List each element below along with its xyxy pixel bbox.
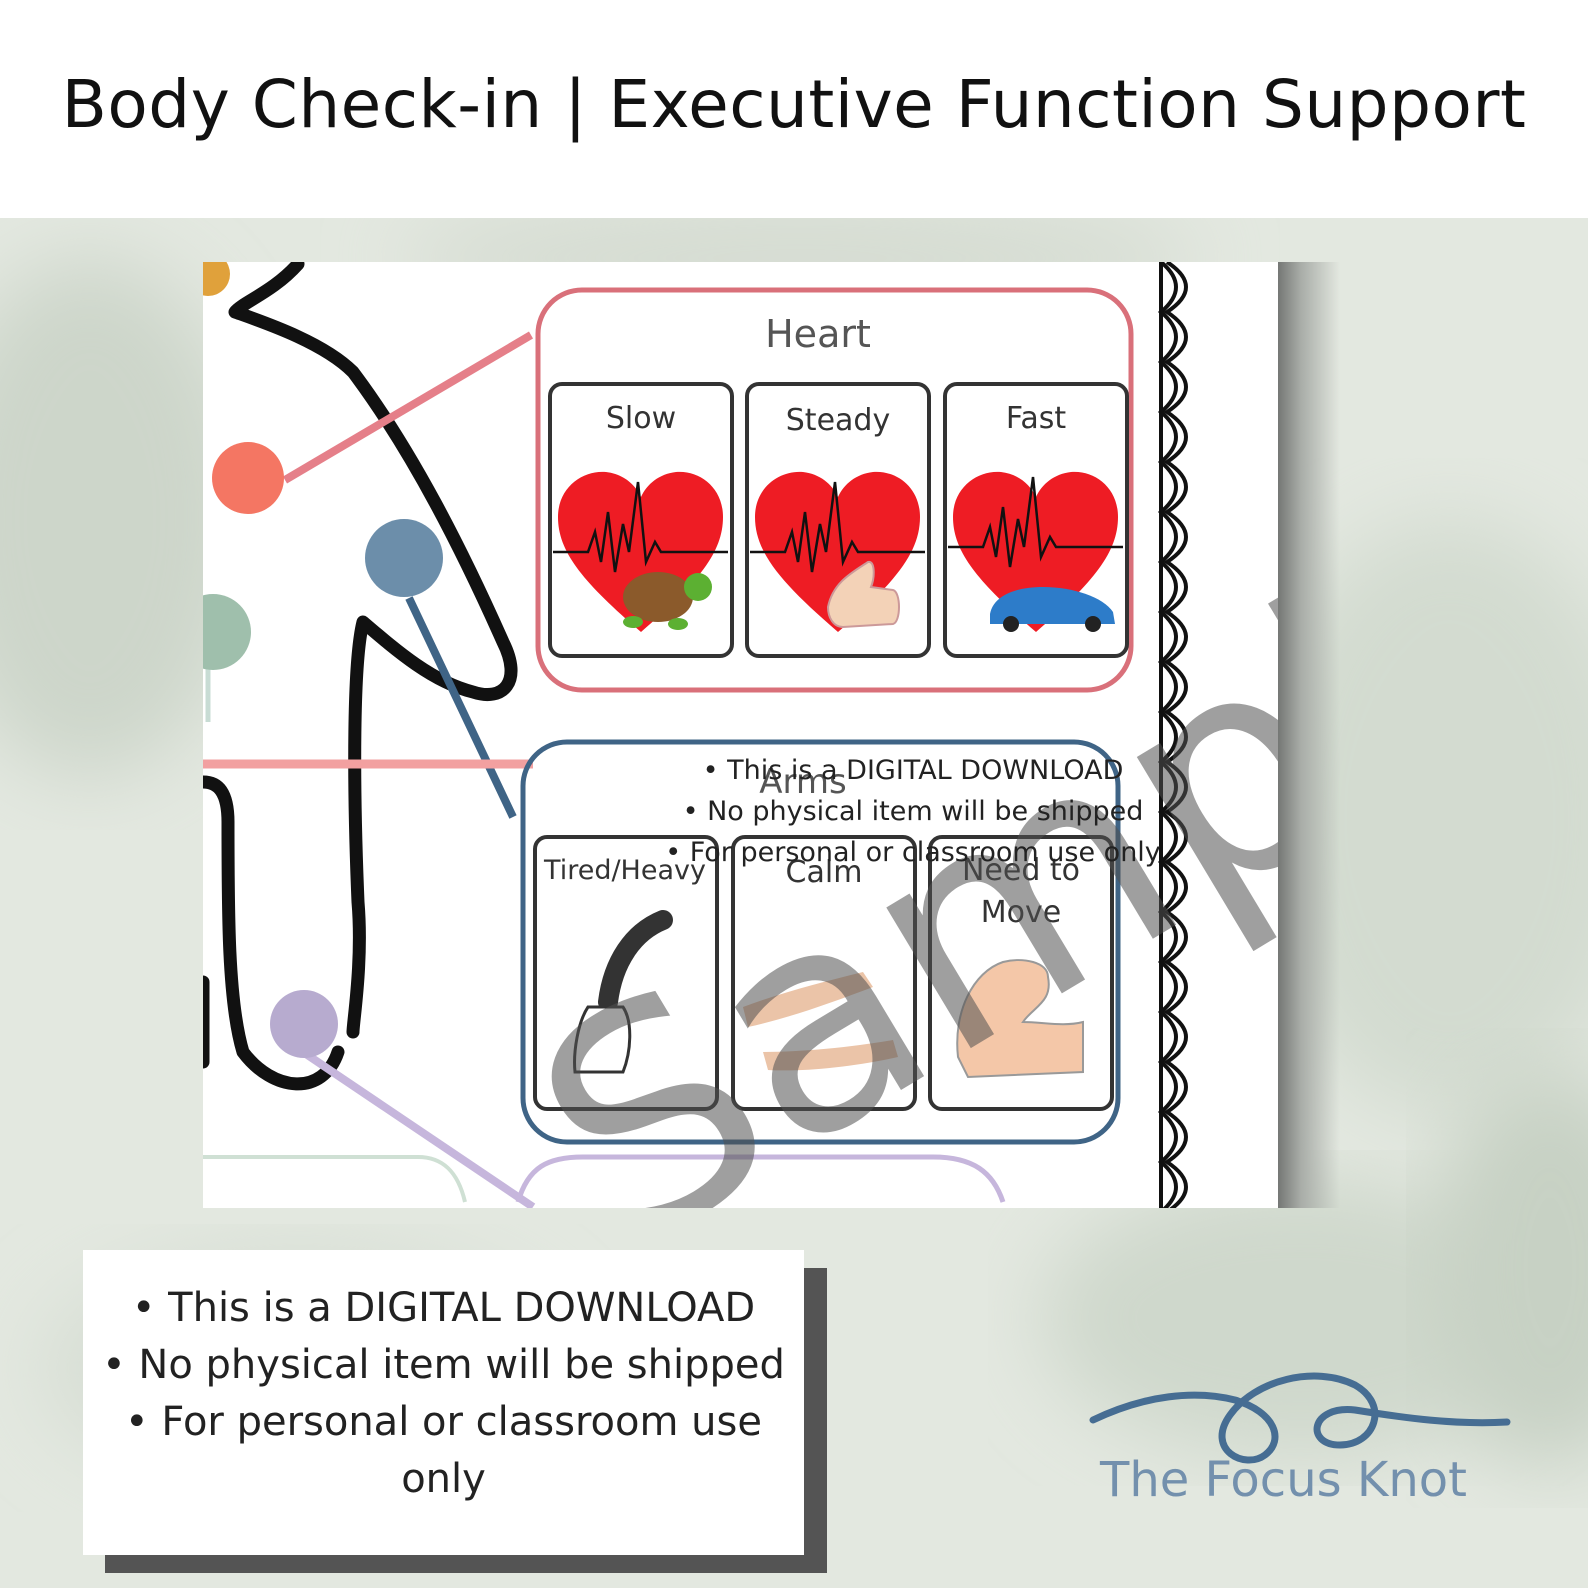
overlay-note-3: • For personal or classroom use only — [665, 837, 1161, 868]
sheet-shadow — [1275, 262, 1340, 1208]
note-line-1: • This is a DIGITAL DOWNLOAD — [131, 1285, 756, 1331]
arms-card-label-move-1: Need to — [961, 853, 1081, 888]
brand-name: The Focus Knot — [1100, 1452, 1467, 1508]
knot-logo-icon — [1089, 1372, 1511, 1464]
arms-icon-3 — [956, 959, 1084, 1079]
body-outline — [203, 262, 518, 1091]
heart-card-label-steady: Steady — [785, 403, 891, 438]
overlay-notes: • This is a DIGITAL DOWNLOAD • No physic… — [633, 750, 1193, 873]
arms-card-label-move-2: Move — [980, 895, 1062, 930]
arms-icon-1 — [573, 910, 673, 1074]
heart-connector — [282, 331, 534, 484]
note-line-4: only — [401, 1456, 486, 1502]
worksheet-graphics — [203, 262, 1188, 1208]
scalloped-border — [1157, 262, 1188, 1208]
dot-orange — [203, 262, 230, 296]
worksheet-preview: Heart Slow Steady Fast Arms Tired/Heavy … — [203, 262, 1278, 1208]
arms-card-label-tired: Tired/Heavy — [544, 855, 706, 886]
arms-connector — [405, 596, 517, 819]
heart-box-border — [535, 287, 1134, 693]
arms-icon-2 — [743, 972, 898, 1071]
dot-blue — [365, 519, 443, 597]
title-band: Body Check-in | Executive Function Suppo… — [0, 0, 1588, 218]
heart-icon-2 — [750, 471, 925, 632]
stomach-box-partial — [203, 1155, 467, 1203]
feet-connector — [300, 1048, 536, 1208]
arms-box-title: Arms — [759, 762, 847, 802]
heart-icon-3 — [948, 471, 1123, 632]
notes-panel: • This is a DIGITAL DOWNLOAD • No physic… — [83, 1250, 804, 1555]
note-line-3: • For personal or classroom use — [125, 1399, 762, 1445]
dot-coral — [212, 442, 284, 514]
note-line-2: • No physical item will be shipped — [102, 1342, 785, 1388]
overlay-note-2: • No physical item will be shipped — [682, 796, 1144, 827]
page-title: Body Check-in | Executive Function Suppo… — [61, 66, 1527, 143]
heart-icon-1 — [553, 471, 728, 632]
dot-purple — [270, 990, 338, 1058]
heart-card-label-fast: Fast — [1005, 401, 1067, 436]
heart-card-label-slow: Slow — [605, 401, 677, 436]
arms-box-border — [520, 739, 1121, 1145]
dot-green — [203, 594, 251, 670]
overlay-note-1: • This is a DIGITAL DOWNLOAD — [702, 755, 1124, 786]
heart-box-title: Heart — [765, 312, 871, 356]
arms-card-label-calm: Calm — [785, 855, 863, 890]
feet-box-partial — [515, 1154, 1006, 1203]
